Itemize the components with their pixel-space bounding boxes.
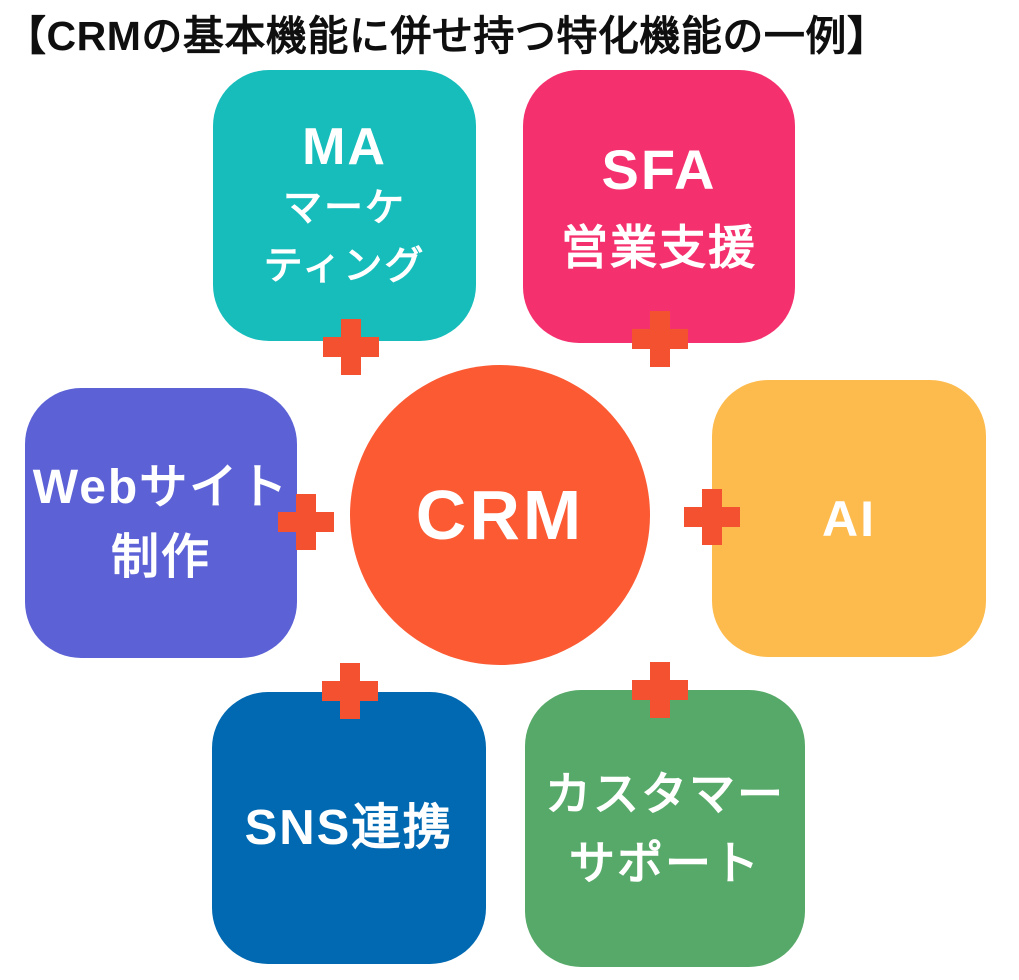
node-customer-support-label-line1: カスタマー <box>545 767 785 820</box>
node-web-site-label-line1: Webサイト <box>32 461 290 515</box>
plus-icon <box>632 662 688 718</box>
node-sns: SNS連携 <box>212 692 486 964</box>
plus-icon <box>323 319 379 375</box>
node-web-site-label-line2: 制作 <box>110 531 211 584</box>
plus-icon-bar <box>702 489 722 545</box>
node-crm-center: CRM <box>350 365 650 665</box>
plus-icon-bar <box>650 662 670 718</box>
plus-icon <box>632 311 688 367</box>
node-sfa-label: 営業支援 <box>561 221 757 275</box>
node-customer-support-label-line2: サポート <box>569 836 761 889</box>
crm-center-label: CRM <box>415 476 585 554</box>
node-sfa: SFA 営業支援 <box>523 70 795 343</box>
node-ai: AI <box>712 380 986 657</box>
plus-icon-bar <box>341 319 361 375</box>
plus-icon-bar <box>650 311 670 367</box>
node-ma: MA マーケ ティング <box>213 70 476 341</box>
node-ai-label: AI <box>822 490 876 547</box>
node-web-site: Webサイト 制作 <box>25 388 297 658</box>
node-ma-label-line2: ティング <box>263 245 426 288</box>
node-ma-label-line1: マーケ <box>282 186 406 230</box>
diagram-title: 【CRMの基本機能に併せ持つ特化機能の一例】 <box>5 13 889 59</box>
node-sns-label: SNS連携 <box>244 800 454 855</box>
node-sfa-acronym: SFA <box>601 137 717 201</box>
plus-icon <box>278 494 334 550</box>
plus-icon-bar <box>296 494 316 550</box>
plus-icon <box>322 663 378 719</box>
node-ma-acronym: MA <box>302 117 387 176</box>
plus-icon <box>684 489 740 545</box>
node-customer-support: カスタマー サポート <box>525 690 805 967</box>
plus-icon-bar <box>340 663 360 719</box>
